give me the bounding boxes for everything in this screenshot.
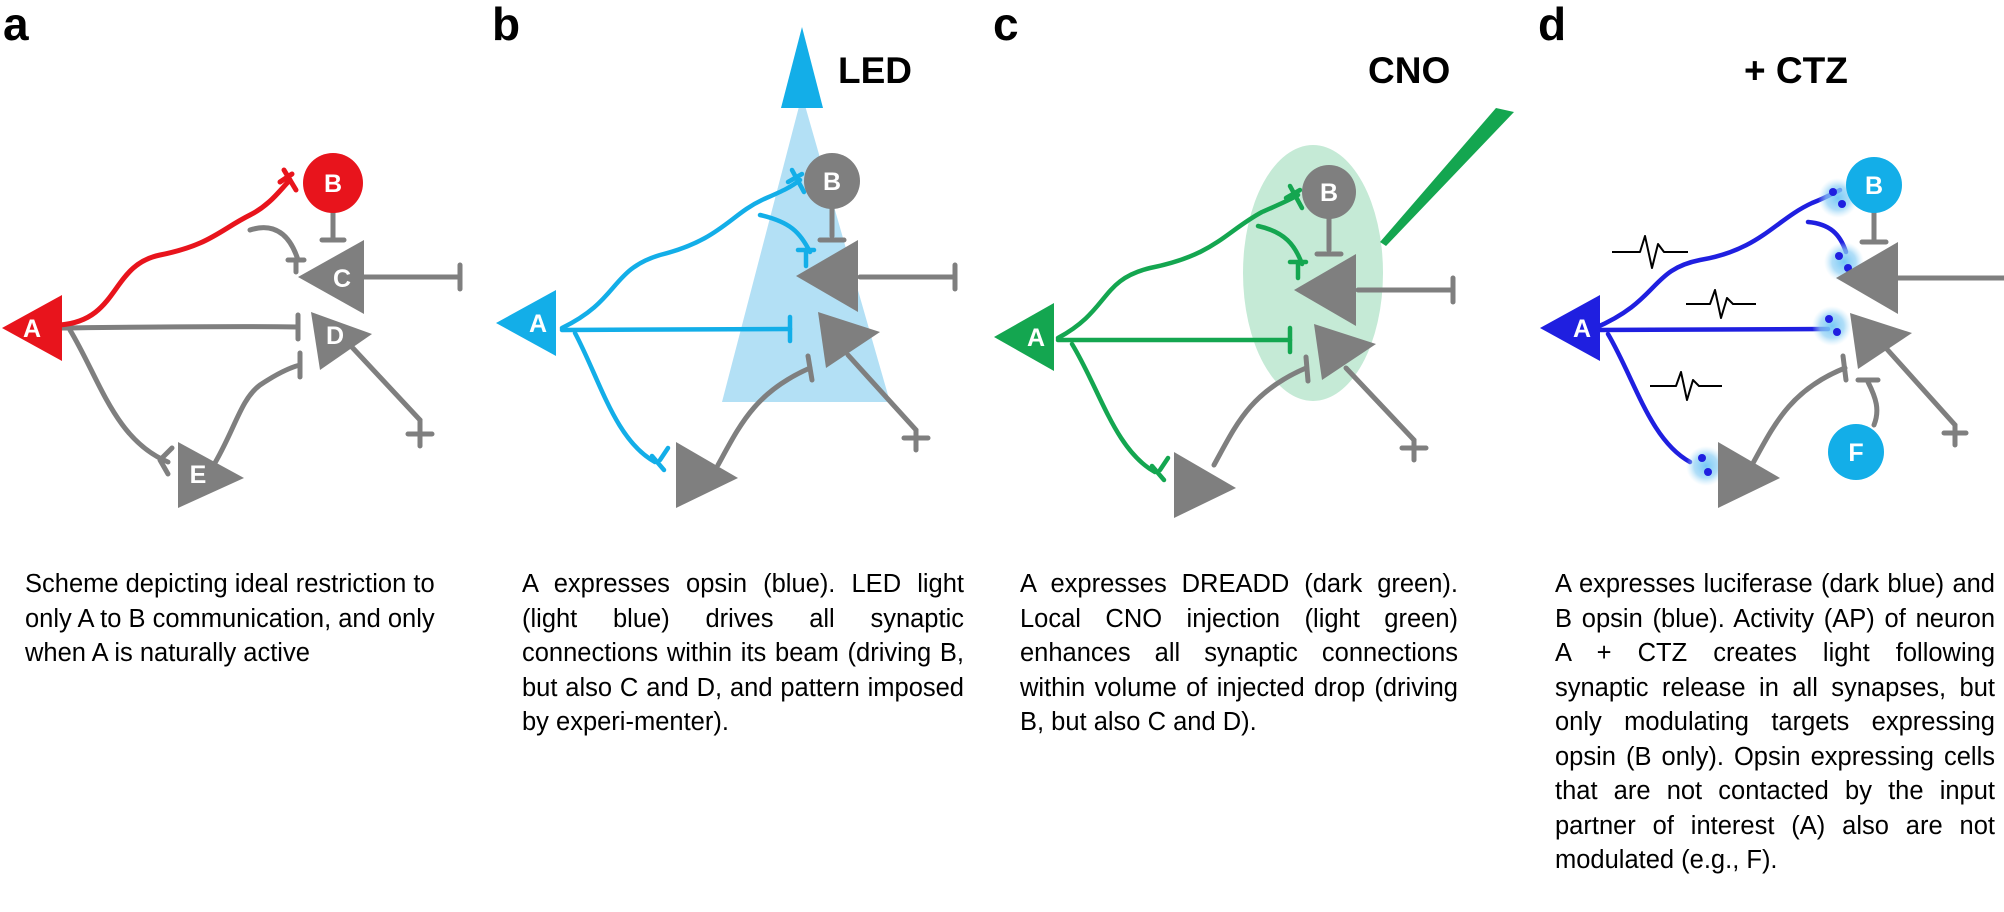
panel-b-diagram: A B <box>496 27 958 508</box>
c-neuron-e <box>1174 452 1236 518</box>
d-label-a: A <box>1573 315 1591 343</box>
b-neuron-d <box>818 312 880 368</box>
b-axon-a-to-e <box>572 330 658 465</box>
cno-label: CNO <box>1368 50 1451 91</box>
neuron-a-red <box>2 295 62 361</box>
d-label-b: B <box>1865 172 1883 200</box>
axon-a-to-b-red <box>57 177 293 328</box>
syn-branch-c <box>285 257 307 275</box>
d-neuron-c <box>1836 242 1898 314</box>
spike-trace-icons <box>1612 235 1756 401</box>
axon-a-to-d <box>57 324 301 331</box>
led-label: LED <box>838 50 912 91</box>
d-neuron-d <box>1850 313 1912 369</box>
b-axon-e-to-d <box>715 365 813 468</box>
injection-pipette <box>1380 108 1514 246</box>
neuron-b-red <box>303 153 363 213</box>
syn-d-out <box>405 431 435 449</box>
caption-d: A expresses luciferase (dark blue) and B… <box>1555 570 1995 874</box>
neuron-e-gray <box>178 442 244 508</box>
c-axon-a-main <box>1055 192 1301 341</box>
d-axon-a-to-e <box>1605 331 1693 465</box>
d-neuron-f <box>1828 424 1884 480</box>
circuit-diagrams: A B C D E <box>2 27 2004 518</box>
b-axon-a-to-d <box>559 326 793 333</box>
c-neuron-d <box>1314 324 1376 380</box>
b-axon-a-main <box>559 177 803 331</box>
d-neuron-b <box>1846 157 1902 213</box>
c-label-b: B <box>1320 179 1338 207</box>
syn-a-e <box>157 445 175 477</box>
d-axon-e-to-d <box>1749 365 1848 468</box>
b-axon-d-out <box>845 352 919 453</box>
b-neuron-c <box>796 240 858 312</box>
c-neuron-a <box>994 303 1054 371</box>
b-neuron-a <box>496 290 556 356</box>
ap-trace-2 <box>1686 289 1756 319</box>
axon-d-out <box>347 342 423 448</box>
panel-d-diagram: A B F <box>1540 157 2004 508</box>
c-axon-a-branch-c <box>1255 223 1305 267</box>
ctz-label: + CTZ <box>1744 50 1848 91</box>
caption-c: A expresses DREADD (dark green). Local C… <box>1020 570 1458 736</box>
c-axon-a-to-e <box>1069 341 1158 475</box>
ap-trace-3 <box>1650 371 1722 401</box>
panel-letter-c: c <box>993 0 1019 50</box>
axon-a-to-e <box>67 327 171 465</box>
syn-a-b-red <box>277 167 299 193</box>
d-neuron-e <box>1718 442 1780 508</box>
c-neuron-b <box>1302 165 1356 219</box>
label-d: D <box>326 322 344 350</box>
led-icon <box>781 27 823 108</box>
d-axon-a-main <box>1592 187 1843 331</box>
caption-a: Scheme depicting ideal restriction to on… <box>25 570 435 667</box>
c-axon-e-to-d <box>1211 365 1309 468</box>
panel-letter-d: d <box>1538 0 1567 50</box>
axon-e-to-d <box>209 362 303 471</box>
panel-letter-b: b <box>492 0 521 50</box>
d-glow-e <box>1686 446 1726 486</box>
label-a: A <box>23 315 41 343</box>
c-axon-d-out <box>1343 365 1417 463</box>
c-label-a: A <box>1027 324 1045 352</box>
label-b: B <box>324 170 342 198</box>
b-neuron-b <box>804 153 860 209</box>
panel-letter-a: a <box>3 0 29 50</box>
caption-b: A expresses opsin (blue). LED light (lig… <box>522 570 964 736</box>
axon-b-to-c-branch <box>247 225 301 263</box>
label-e: E <box>190 461 207 489</box>
d-glow-d <box>1812 306 1852 346</box>
d-axon-a-to-d <box>1592 326 1831 333</box>
d-neuron-a <box>1540 295 1600 361</box>
neuron-c-gray <box>298 240 364 314</box>
b-neuron-e <box>676 442 738 508</box>
d-label-f: F <box>1848 439 1863 467</box>
b-axon-a-branch-c <box>757 212 813 255</box>
d-axon-f-up <box>1865 379 1880 428</box>
panel-c-diagram: A B <box>994 108 1514 518</box>
panel-a-diagram: A B C D E <box>2 153 463 508</box>
label-c: C <box>333 265 351 293</box>
b-label-b: B <box>823 168 841 196</box>
b-label-a: A <box>529 310 547 338</box>
c-neuron-c <box>1294 254 1356 326</box>
neuron-d-gray <box>311 312 372 370</box>
ap-trace-1 <box>1612 235 1688 269</box>
d-axon-d-out <box>1882 344 1958 448</box>
